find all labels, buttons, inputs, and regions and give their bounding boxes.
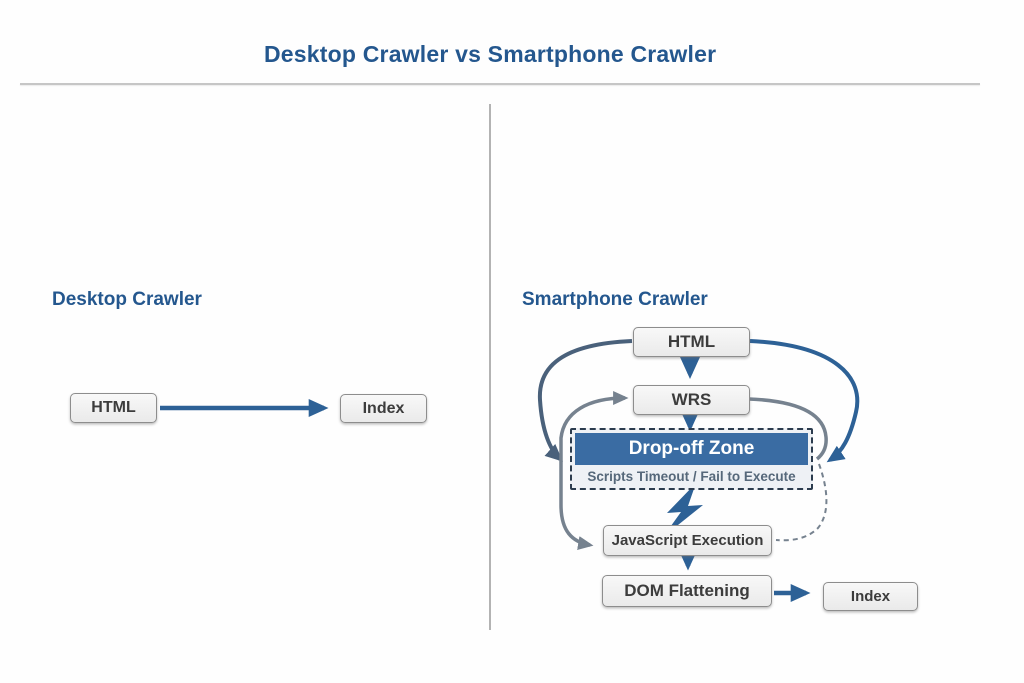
dropoff-zone-subtitle: Scripts Timeout / Fail to Execute xyxy=(587,469,796,484)
desktop-crawler-heading: Desktop Crawler xyxy=(52,289,202,310)
panel-divider xyxy=(489,104,491,630)
smartphone-crawler-heading: Smartphone Crawler xyxy=(522,289,708,310)
title-underline xyxy=(20,83,980,85)
node-desktop-index: Index xyxy=(340,394,427,423)
node-javascript-execution: JavaScript Execution xyxy=(603,525,772,556)
slide-title: Desktop Crawler vs Smartphone Crawler xyxy=(264,41,717,67)
node-dom-flattening: DOM Flattening xyxy=(602,575,772,607)
node-smartphone-html: HTML xyxy=(633,327,750,357)
dropoff-zone-title: Drop-off Zone xyxy=(575,433,808,465)
node-wrs: WRS xyxy=(633,385,750,415)
node-desktop-html: HTML xyxy=(70,393,157,423)
node-smartphone-index: Index xyxy=(823,582,918,611)
dropoff-zone: Drop-off Zone Scripts Timeout / Fail to … xyxy=(570,428,813,490)
